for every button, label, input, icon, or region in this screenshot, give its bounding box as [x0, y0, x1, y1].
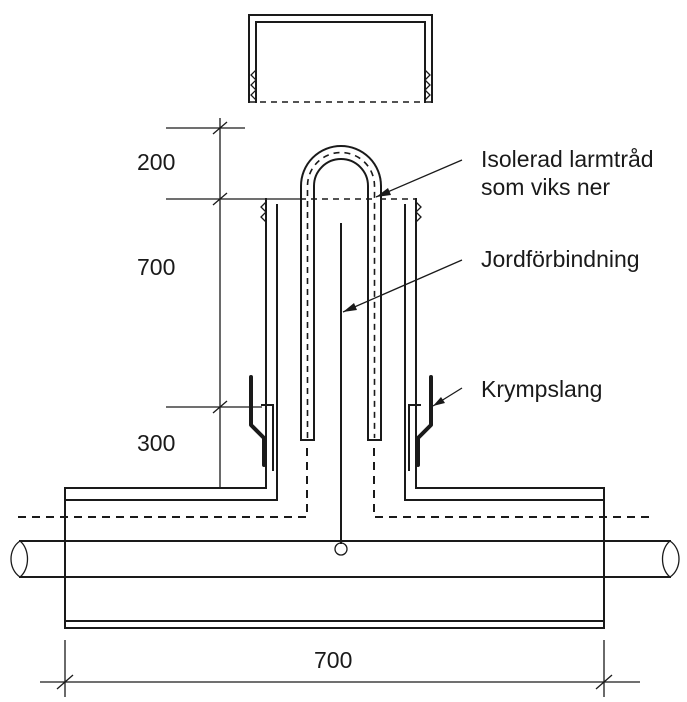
label-isolerad-line2: som viks ner	[481, 174, 610, 200]
label-isolerad-line1: Isolerad larmtråd	[481, 146, 654, 172]
earth-connection	[334, 223, 348, 556]
dimension-300: 300	[137, 430, 175, 456]
label-krympslang: Krympslang	[481, 376, 602, 402]
carrier-pipe	[10, 540, 680, 578]
branch-pipe	[64, 198, 605, 501]
alarm-wire-dashed-path	[18, 448, 650, 518]
end-cap	[248, 14, 433, 103]
label-jordforbindning: Jordförbindning	[481, 246, 640, 272]
dimension-line-horizontal	[40, 640, 640, 697]
dimension-700-horizontal: 700	[314, 647, 352, 673]
dimension-200: 200	[137, 149, 175, 175]
dimension-700-vertical: 700	[137, 254, 175, 280]
insulated-alarm-wire	[300, 145, 382, 441]
shrink-sleeves	[249, 375, 433, 471]
dimension-lines-vertical	[166, 118, 300, 488]
leader-lines	[342, 159, 463, 407]
main-casing	[64, 487, 605, 629]
